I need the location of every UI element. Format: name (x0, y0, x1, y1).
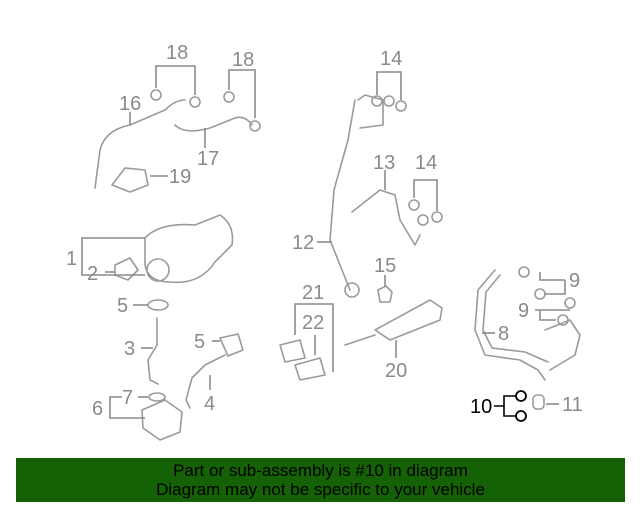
seal-18 (150, 89, 162, 101)
callout-14[interactable]: 14 (380, 48, 402, 70)
callout-9[interactable]: 9 (569, 270, 580, 292)
callout-7[interactable]: 7 (122, 387, 133, 409)
callout-22[interactable]: 22 (302, 312, 324, 334)
sensor-20 (344, 299, 443, 346)
callout-2[interactable]: 2 (87, 263, 98, 285)
info-banner: Part or sub-assembly is #10 in diagram D… (16, 458, 625, 502)
callout-18[interactable]: 18 (166, 42, 188, 64)
callout-16[interactable]: 16 (119, 93, 141, 115)
bracket-19 (111, 167, 149, 193)
leader-lines (81, 65, 570, 419)
gasket-7 (148, 392, 166, 402)
bushing-11 (532, 394, 545, 410)
seal-18 (249, 120, 261, 132)
callout-14[interactable]: 14 (415, 152, 437, 174)
callout-9[interactable]: 9 (518, 300, 529, 322)
turbocharger-1 (144, 214, 234, 284)
callout-6[interactable]: 6 (92, 398, 103, 420)
turbo-housing (146, 258, 170, 282)
callout-21[interactable]: 21 (302, 282, 324, 304)
pipe-4 (185, 354, 226, 409)
actuator-2 (114, 257, 139, 281)
callout-4[interactable]: 4 (204, 393, 215, 415)
callout-10[interactable]: 10 (470, 396, 492, 418)
banner-part-note: Part or sub-assembly is #10 in diagram (173, 461, 468, 480)
valve-21 (279, 339, 326, 381)
callout-11[interactable]: 11 (562, 394, 583, 416)
pipe-3 (147, 317, 159, 385)
seal-9 (518, 266, 530, 278)
seal-10 (515, 410, 527, 422)
callout-3[interactable]: 3 (124, 338, 135, 360)
seal-18 (223, 91, 235, 103)
fitting-12 (344, 282, 360, 298)
gasket-5b (219, 333, 244, 357)
seal-14 (383, 95, 395, 107)
clip-15 (377, 285, 393, 303)
seal-9 (557, 314, 569, 326)
banner-disclaimer: Diagram may not be specific to your vehi… (156, 480, 485, 499)
seal-14 (371, 95, 383, 107)
callout-19[interactable]: 19 (169, 166, 191, 188)
pipe-12 (329, 99, 356, 291)
callout-5[interactable]: 5 (194, 331, 205, 353)
callout-18[interactable]: 18 (232, 49, 254, 71)
seal-14 (395, 100, 407, 112)
seal-14 (431, 211, 443, 223)
housing-6 (141, 399, 183, 441)
callout-5[interactable]: 5 (117, 295, 128, 317)
gasket-5 (147, 299, 169, 311)
pipe-17 (174, 116, 253, 132)
part-drawings (94, 89, 581, 441)
seal-14 (417, 214, 429, 226)
pipe-14-top (357, 94, 384, 129)
pipe-13 (351, 189, 421, 246)
callout-17[interactable]: 17 (197, 148, 219, 170)
seal-9 (564, 297, 576, 309)
seal-14 (408, 199, 420, 211)
callout-12[interactable]: 12 (292, 232, 314, 254)
seal-9 (534, 288, 546, 300)
seal-18 (189, 96, 201, 108)
pipe-8b (544, 319, 581, 371)
pipe-8 (474, 269, 549, 381)
callout-15[interactable]: 15 (374, 255, 396, 277)
callout-20[interactable]: 20 (385, 360, 407, 382)
callout-8[interactable]: 8 (498, 323, 509, 345)
seal-10 (515, 390, 527, 402)
callout-13[interactable]: 13 (373, 152, 395, 174)
callout-1[interactable]: 1 (66, 248, 77, 270)
callout-labels: 18 18 16 17 19 1 2 5 3 5 4 7 6 14 13 14 … (66, 42, 583, 420)
